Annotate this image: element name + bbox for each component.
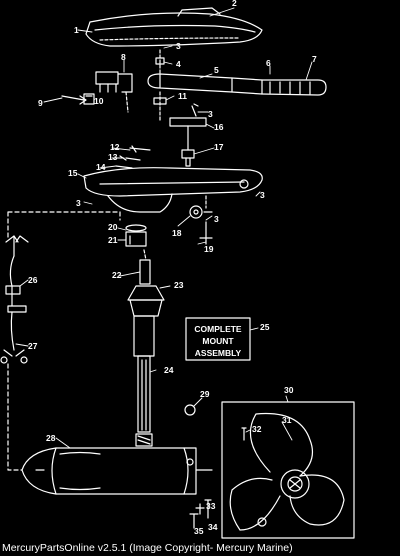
motor-body-part: [21, 447, 213, 495]
mount-box-line-2: MOUNT: [202, 336, 234, 346]
callout-3: 3: [214, 214, 219, 224]
callout-20: 20: [108, 222, 118, 232]
callout-4: 4: [176, 59, 181, 69]
callout-1: 1: [74, 25, 79, 35]
callout-32: 32: [252, 424, 262, 434]
collar-part: [125, 224, 147, 247]
clamp-knob-part: [189, 205, 213, 219]
callout-34: 34: [208, 522, 218, 532]
callout-3: 3: [176, 41, 181, 51]
image-caption: MercuryPartsOnline v2.5.1 (Image Copyrig…: [2, 542, 293, 554]
callout-28: 28: [46, 433, 56, 443]
callout-8: 8: [121, 52, 126, 62]
shaft-part: [133, 315, 155, 447]
callout-14: 14: [96, 162, 106, 172]
callout-5: 5: [214, 65, 219, 75]
propeller-part: [229, 412, 345, 531]
callout-30: 30: [284, 385, 294, 395]
callout-31: 31: [282, 415, 292, 425]
small-hardware: [153, 57, 199, 117]
tiller-handle-part: [147, 73, 327, 96]
callout-19: 19: [204, 244, 214, 254]
mount-box-line-1: COMPLETE: [194, 324, 242, 334]
callout-35: 35: [194, 526, 204, 536]
callout-3: 3: [208, 109, 213, 119]
mount-bracket-part: [83, 167, 263, 213]
pin-32: [241, 427, 247, 441]
callout-27: 27: [28, 341, 38, 351]
callout-22: 22: [112, 270, 122, 280]
callout-29: 29: [200, 389, 210, 399]
callout-3: 3: [76, 198, 81, 208]
shaft-collar-part: [127, 249, 165, 317]
callout-23: 23: [174, 280, 184, 290]
callout-17: 17: [214, 142, 224, 152]
callout-9: 9: [38, 98, 43, 108]
callout-7: 7: [312, 54, 317, 64]
callout-21: 21: [108, 235, 118, 245]
screw-19: [199, 221, 213, 245]
washer-part: [184, 404, 196, 416]
callout-2: 2: [232, 0, 237, 8]
callout-24: 24: [164, 365, 174, 375]
nut-pin-parts: [189, 499, 212, 529]
column-bracket-part: [169, 117, 207, 167]
callout-33: 33: [206, 501, 216, 511]
callout-16: 16: [214, 122, 224, 132]
callout-25: 25: [260, 322, 270, 332]
wiring-part: [0, 235, 29, 364]
callout-10: 10: [94, 96, 104, 106]
callout-15: 15: [68, 168, 78, 178]
callout-13: 13: [108, 152, 118, 162]
pin-part: [61, 95, 87, 105]
knob-part: [83, 93, 95, 105]
callout-11: 11: [178, 91, 187, 101]
callout-6: 6: [266, 58, 271, 68]
callout-12: 12: [110, 142, 120, 152]
exploded-parts-diagram: 1234567891011316171213141533183192021222…: [0, 0, 355, 539]
callout-18: 18: [172, 228, 182, 238]
bolts-part: [115, 145, 151, 169]
top-cover-part: [85, 7, 263, 47]
callout-26: 26: [28, 275, 38, 285]
complete-mount-box: [185, 317, 251, 361]
switch-bracket-part: [95, 71, 133, 113]
mount-box-line-3: ASSEMBLY: [195, 348, 242, 358]
callout-3: 3: [260, 190, 265, 200]
